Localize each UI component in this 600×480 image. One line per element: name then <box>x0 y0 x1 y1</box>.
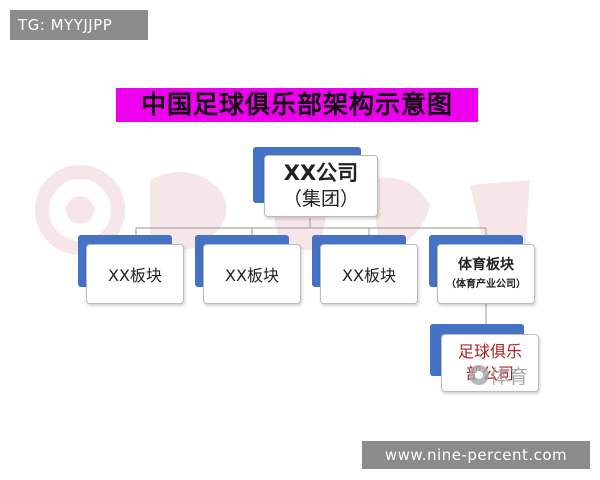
org-node-division-3: XX板块 <box>312 235 418 305</box>
org-node-sports-division: 体育板块 （体育产业公司） <box>429 235 535 305</box>
node-box: XX公司 （集团） <box>264 155 378 217</box>
node-label-line2: （集团） <box>282 188 359 210</box>
pp-sports-logo-icon <box>469 365 489 385</box>
node-label-line1: XX公司 <box>283 161 359 185</box>
node-label-line1: 足球俱乐 <box>457 342 522 361</box>
tg-tag: TG: MYYJJPP <box>10 10 148 40</box>
node-box: XX板块 <box>86 244 184 304</box>
node-label-line2: （体育产业公司） <box>446 279 526 290</box>
node-box: 足球俱乐 部公司 <box>441 334 539 392</box>
node-box: 体育板块 （体育产业公司） <box>437 244 535 304</box>
org-node-division-1: XX板块 <box>78 235 184 305</box>
org-node-group: XX公司 （集团） <box>253 147 378 218</box>
footer-url: www.nine-percent.com <box>362 441 590 469</box>
org-node-division-2: XX板块 <box>195 235 301 305</box>
org-node-football-club: 足球俱乐 部公司 <box>430 324 539 392</box>
node-box: XX板块 <box>203 244 301 304</box>
diagram-title: 中国足球俱乐部架构示意图 <box>116 88 478 122</box>
node-label-line1: 体育板块 <box>458 257 514 273</box>
node-label: XX板块 <box>225 266 279 285</box>
node-box: XX板块 <box>320 244 418 304</box>
watermark-text: 体育 <box>490 366 529 388</box>
node-label: XX板块 <box>108 266 162 285</box>
node-label: XX板块 <box>342 266 396 285</box>
